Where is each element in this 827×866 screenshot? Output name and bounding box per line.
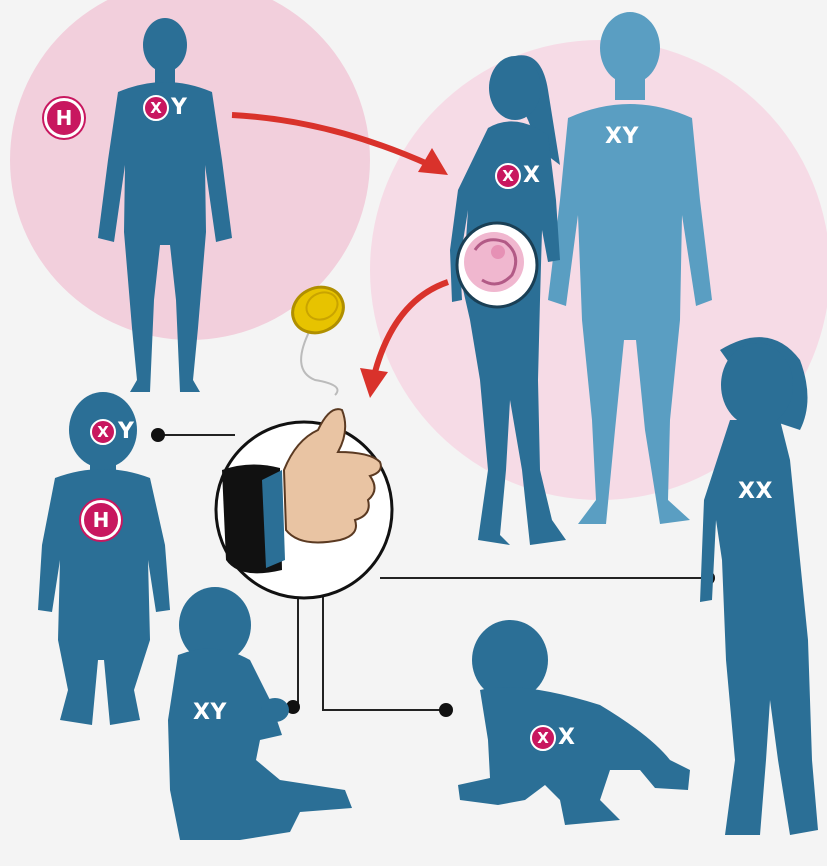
hemophilia-badge-grandfather: H: [44, 98, 84, 138]
connector-dot-boy: [151, 428, 165, 442]
thumb-flip-hand-icon: [216, 409, 392, 598]
baby-girl-chromosome-label: X: [558, 727, 575, 749]
connector-dot-baby-girl: [439, 703, 453, 717]
carrier-x-marker-mother: X: [495, 163, 521, 189]
grandfather-chromosome-label: Y: [171, 97, 187, 119]
fetus-icon: [457, 223, 537, 307]
mother-chromosome-label: X: [523, 165, 540, 187]
carrier-x-marker-baby-girl: X: [530, 725, 556, 751]
affected-x-marker-grandfather: X: [143, 95, 169, 121]
baby-boy-chromosome-label: XY: [193, 702, 227, 724]
affected-x-marker-boy: X: [90, 419, 116, 445]
baby-girl-figure: [458, 620, 690, 825]
hemophilia-badge-boy: H: [81, 500, 121, 540]
father-chromosome-label: XY: [605, 126, 639, 148]
girl-chromosome-label: XX: [738, 481, 773, 503]
boy-chromosome-label: Y: [118, 421, 134, 443]
